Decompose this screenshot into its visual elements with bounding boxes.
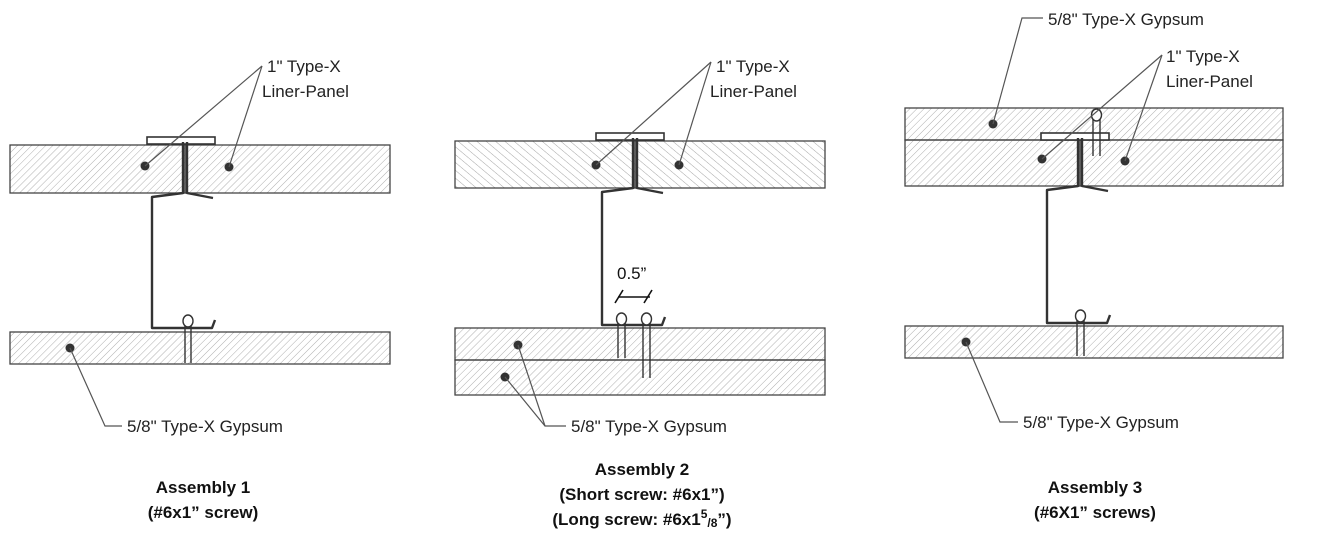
c-stud: [150, 142, 217, 330]
assembly-3: 5/8" Type-X Gypsum 1" Type-X Liner-Panel…: [904, 10, 1284, 522]
leader-line: [517, 344, 546, 427]
gypsum-board-upper: [454, 327, 826, 361]
caption-screw: (#6x1” screw): [148, 503, 259, 522]
bottom-screw: [1074, 309, 1087, 356]
stud-flange: [635, 138, 664, 195]
liner-label-line1: 1" Type-X: [1166, 47, 1240, 66]
caption-long-screw: (Long screw: #6x15/8”): [552, 507, 731, 530]
caption-title: Assembly 3: [1048, 478, 1143, 497]
stud-flange: [1080, 138, 1109, 193]
liner-panel-right: [184, 144, 391, 194]
liner-label-line1: 1" Type-X: [716, 57, 790, 76]
gypsum-board-lower: [454, 359, 826, 396]
c-stud: [600, 138, 667, 327]
screw: [182, 314, 194, 363]
leader-line: [678, 61, 712, 166]
short-screw: [615, 312, 628, 358]
liner-clip: [595, 132, 665, 141]
leader-line: [504, 376, 566, 427]
caption-title: Assembly 2: [595, 460, 690, 479]
gypsum-label: 5/8" Type-X Gypsum: [127, 417, 283, 436]
gypsum-label: 5/8" Type-X Gypsum: [1023, 413, 1179, 432]
leader-line: [965, 341, 1018, 423]
dimension-label: 0.5”: [617, 264, 647, 283]
liner-label-line1: 1" Type-X: [267, 57, 341, 76]
leader-line: [144, 65, 263, 167]
liner-panel-right: [1079, 139, 1284, 187]
top-gypsum-label: 5/8" Type-X Gypsum: [1048, 10, 1204, 29]
leader-line: [1041, 54, 1163, 160]
long-screw: [640, 312, 653, 378]
liner-label-line2: Liner-Panel: [262, 82, 349, 101]
assembly-2: 0.5” 1" Type-X Liner-Panel 5/8" Type-X G…: [454, 57, 826, 530]
leader-line: [69, 347, 122, 427]
liner-panel-left: [454, 140, 636, 189]
liner-panel-left: [9, 144, 186, 194]
caption-title: Assembly 1: [156, 478, 251, 497]
c-stud: [1045, 138, 1112, 325]
top-screw: [1090, 108, 1103, 156]
liner-panel-right: [634, 140, 826, 189]
assembly-1: 1" Type-X Liner-Panel 5/8" Type-X Gypsum…: [9, 57, 391, 522]
liner-clip: [146, 136, 216, 145]
dimension-marker: [614, 289, 653, 304]
leader-line: [228, 65, 263, 168]
liner-label-line2: Liner-Panel: [710, 82, 797, 101]
caption-screw: (#6X1” screws): [1034, 503, 1156, 522]
liner-label-line2: Liner-Panel: [1166, 72, 1253, 91]
liner-panel-left: [904, 139, 1081, 187]
leader-line: [992, 17, 1043, 125]
liner-clip: [1040, 132, 1110, 141]
leader-line: [1124, 54, 1163, 162]
stud-flange: [185, 142, 214, 200]
caption-short-screw: (Short screw: #6x1”): [559, 485, 724, 504]
gypsum-label: 5/8" Type-X Gypsum: [571, 417, 727, 436]
leader-line: [595, 61, 712, 166]
